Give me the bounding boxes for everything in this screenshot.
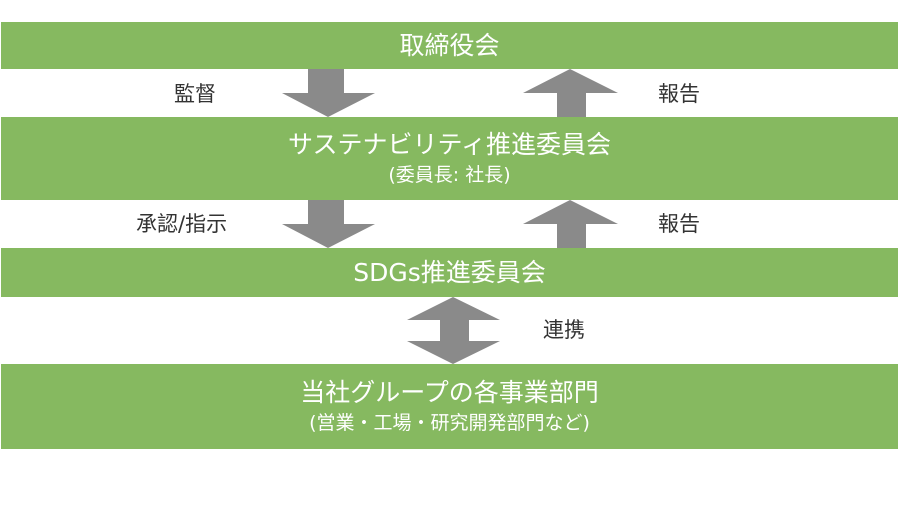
edge-label-report: 報告 bbox=[658, 82, 700, 106]
node-title: 当社グループの各事業部門 bbox=[300, 377, 599, 407]
arrow-bidirectional-icon bbox=[407, 297, 500, 364]
node-subtitle: (営業・工場・研究開発部門など) bbox=[309, 411, 590, 434]
node-title: 取締役会 bbox=[399, 30, 500, 60]
arrow-up-icon bbox=[523, 69, 618, 117]
node-sustainability-committee: サステナビリティ推進委員会 (委員長: 社長) bbox=[1, 117, 898, 200]
node-sdgs-committee: SDGs推進委員会 bbox=[1, 248, 898, 297]
arrow-down-icon bbox=[282, 69, 375, 117]
edge-label-approve-instruct: 承認/指示 bbox=[136, 212, 228, 236]
edge-label-supervise: 監督 bbox=[174, 82, 216, 106]
edge-label-collaborate: 連携 bbox=[543, 318, 585, 342]
arrow-up-icon bbox=[523, 200, 618, 248]
edge-label-report: 報告 bbox=[658, 212, 700, 236]
node-title: SDGs推進委員会 bbox=[353, 257, 546, 287]
node-title: サステナビリティ推進委員会 bbox=[287, 129, 611, 159]
node-board: 取締役会 bbox=[1, 22, 898, 69]
node-group-departments: 当社グループの各事業部門 (営業・工場・研究開発部門など) bbox=[1, 364, 898, 449]
node-subtitle: (委員長: 社長) bbox=[388, 163, 511, 186]
arrow-down-icon bbox=[282, 200, 375, 248]
